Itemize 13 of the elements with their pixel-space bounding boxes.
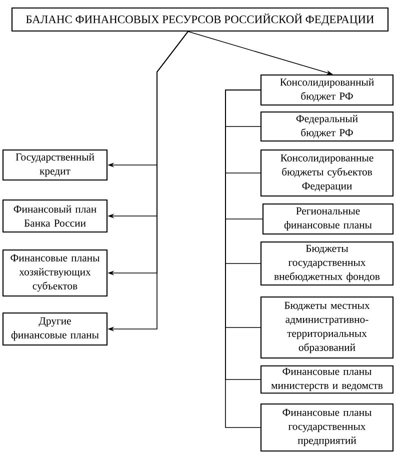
category-box: Бюджеты государственных внебюджетных фондов (260, 241, 394, 286)
title-box: БАЛАНС ФИНАНСОВЫХ РЕСУРСОВ РОССИЙСКОЙ ФЕДЕРАЦИИ (11, 7, 389, 32)
category-box: Федеральный бюджет РФ (260, 111, 394, 142)
category-box: Финансовый план Банка России (2, 199, 108, 233)
category-box: Консолидированные бюджеты субъектов Федерации (260, 149, 394, 197)
category-box: Финансовые планы хозяйствующих субъектов (2, 249, 108, 297)
category-box: Финансовые планы государственных предприятий (260, 403, 394, 452)
category-box: Бюджеты местных административно-территориальных образований (260, 296, 394, 359)
category-box: Государственный кредит (2, 149, 108, 181)
category-box: Другие финансовые планы (2, 312, 108, 346)
category-box: Региональные финансовые планы (262, 203, 394, 235)
category-box: Консолидированный бюджет РФ (260, 74, 394, 106)
category-box: Финансовые планы министерств и ведомств (260, 365, 394, 394)
